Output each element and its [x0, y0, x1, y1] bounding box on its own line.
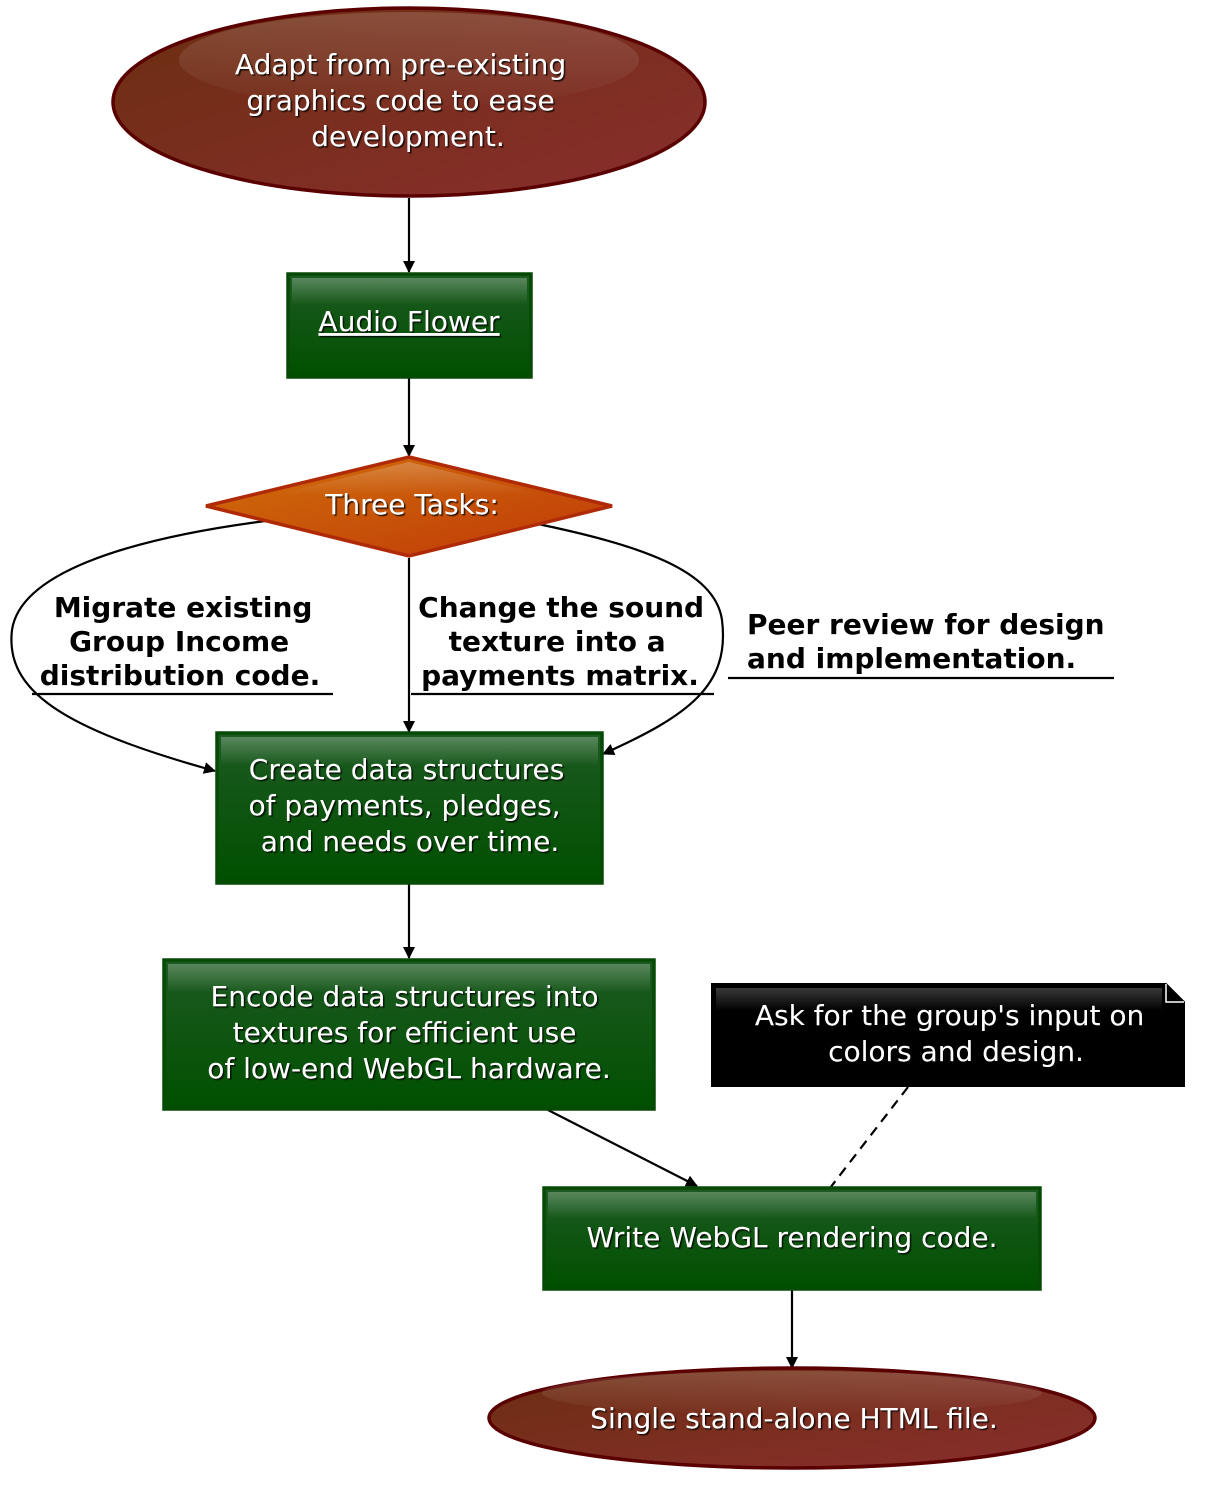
svg-text:Encode data structures into: Encode data structures into textures for…	[207, 980, 610, 1085]
encode-data-node: Encode data structures into textures for…	[162, 958, 656, 1111]
three-tasks-node: Three Tasks:	[205, 455, 613, 558]
svg-text:Adapt from pre-existing: Adapt from pre-existing graphics code to…	[235, 48, 575, 153]
audio-flower-link[interactable]: Audio Flower	[318, 305, 500, 338]
audio-flower-node[interactable]: Audio Flower	[286, 272, 533, 379]
create-data-node: Create data structures of payments, pled…	[215, 731, 604, 885]
edge-peer-review	[532, 521, 725, 756]
edge-migrate	[10, 519, 266, 774]
edge-label-change-sound: Change the sound texture into a payments…	[418, 591, 714, 692]
write-webgl-node: Write WebGL rendering code.	[542, 1186, 1042, 1291]
end-node: Single stand-alone HTML file.	[487, 1366, 1097, 1470]
edge-label-migrate: Migrate existing Group Income distributi…	[40, 591, 322, 692]
svg-text:Ask for the group's input on: Ask for the group's input on colors and …	[755, 999, 1153, 1068]
edge-encode-to-write	[547, 1109, 698, 1187]
svg-text:Single stand-alone HTML file.: Single stand-alone HTML file.	[590, 1402, 998, 1435]
edges	[10, 198, 1114, 1369]
svg-text:Create data structures o: Create data structures of payments, pled…	[249, 753, 574, 858]
edge-note-to-write	[829, 1086, 909, 1189]
note-node: Ask for the group's input on colors and …	[711, 983, 1185, 1087]
start-node: Adapt from pre-existing graphics code to…	[111, 6, 707, 198]
svg-text:Three Tasks:: Three Tasks:	[324, 488, 499, 521]
svg-text:Write WebGL rendering code.: Write WebGL rendering code.	[586, 1221, 997, 1254]
edge-label-peer-review: Peer review for design and implementatio…	[747, 608, 1114, 675]
